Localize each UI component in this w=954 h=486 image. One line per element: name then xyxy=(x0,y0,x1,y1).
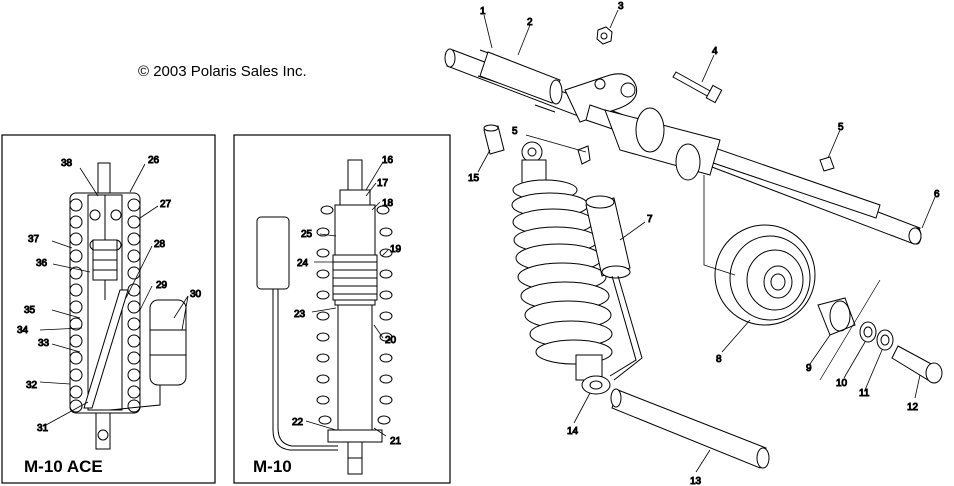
callout-9: 9 xyxy=(806,363,812,374)
callout-23: 23 xyxy=(294,309,306,320)
callout-19: 19 xyxy=(390,244,402,255)
panel-m10-ace: 38 26 27 37 36 28 29 30 35 34 33 32 31 xyxy=(1,134,216,484)
callout-29: 29 xyxy=(156,280,168,291)
panel-title-m10-ace: M-10 ACE xyxy=(24,457,103,476)
m10-reservoir xyxy=(256,216,290,290)
washer-11 xyxy=(876,329,894,351)
screw-5-left xyxy=(577,145,591,165)
reservoir-7 xyxy=(585,195,643,381)
callout-30: 30 xyxy=(190,289,202,300)
lower-shaft-13 xyxy=(610,388,770,469)
callout-17: 17 xyxy=(377,178,389,189)
callout-37: 37 xyxy=(28,234,40,245)
callout-15: 15 xyxy=(468,173,480,184)
callout-27: 27 xyxy=(160,199,172,210)
callout-12: 12 xyxy=(907,402,919,413)
callout-35: 35 xyxy=(24,305,36,316)
nut-3 xyxy=(596,26,613,45)
callout-14: 14 xyxy=(567,426,579,437)
callout-22: 22 xyxy=(292,417,304,428)
washer-10 xyxy=(859,321,877,343)
callout-21: 21 xyxy=(390,436,402,447)
m10-damper-body xyxy=(337,304,373,441)
callout-31: 31 xyxy=(37,423,49,434)
callout-38: 38 xyxy=(61,158,73,169)
callout-16: 16 xyxy=(382,155,394,166)
callout-6: 6 xyxy=(934,189,940,200)
callout-34: 34 xyxy=(17,325,29,336)
panel-title-m10: M-10 xyxy=(253,457,292,476)
callout-24: 24 xyxy=(297,258,309,269)
callout-11: 11 xyxy=(859,388,870,399)
callout-26: 26 xyxy=(148,155,160,166)
copyright-text: © 2003 Polaris Sales Inc. xyxy=(138,63,307,80)
bearing-9 xyxy=(817,297,856,336)
callout-10: 10 xyxy=(836,378,848,389)
shock-absorber-14 xyxy=(511,141,613,395)
callout-5-left: 5 xyxy=(512,126,518,137)
callout-7: 7 xyxy=(647,214,653,225)
bolt-4 xyxy=(672,71,713,98)
callout-1: 1 xyxy=(480,6,486,17)
exploded-assembly: 1 2 3 4 5 5 6 7 8 9 10 11 12 13 14 15 xyxy=(444,1,943,486)
callout-20: 20 xyxy=(385,335,397,346)
callout-4: 4 xyxy=(712,46,718,57)
rocker-bracket xyxy=(564,73,638,123)
callout-13: 13 xyxy=(690,476,702,486)
ace-reservoir xyxy=(149,299,187,386)
callout-32: 32 xyxy=(26,380,38,391)
m10-spring-coils xyxy=(316,205,393,425)
callout-25: 25 xyxy=(301,229,313,240)
panel-m10: 16 17 18 19 20 21 22 23 24 25 xyxy=(233,134,451,484)
callout-3: 3 xyxy=(618,1,624,12)
screw-5-right xyxy=(819,156,835,172)
callout-5-right: 5 xyxy=(838,122,844,133)
callout-28: 28 xyxy=(154,239,166,250)
ace-spring-coils xyxy=(69,198,141,413)
callout-33: 33 xyxy=(38,338,50,349)
callout-36: 36 xyxy=(36,258,48,269)
callout-8: 8 xyxy=(716,354,722,365)
callout-2: 2 xyxy=(527,17,533,28)
callout-18: 18 xyxy=(382,198,394,209)
idler-wheel-8 xyxy=(714,224,816,326)
